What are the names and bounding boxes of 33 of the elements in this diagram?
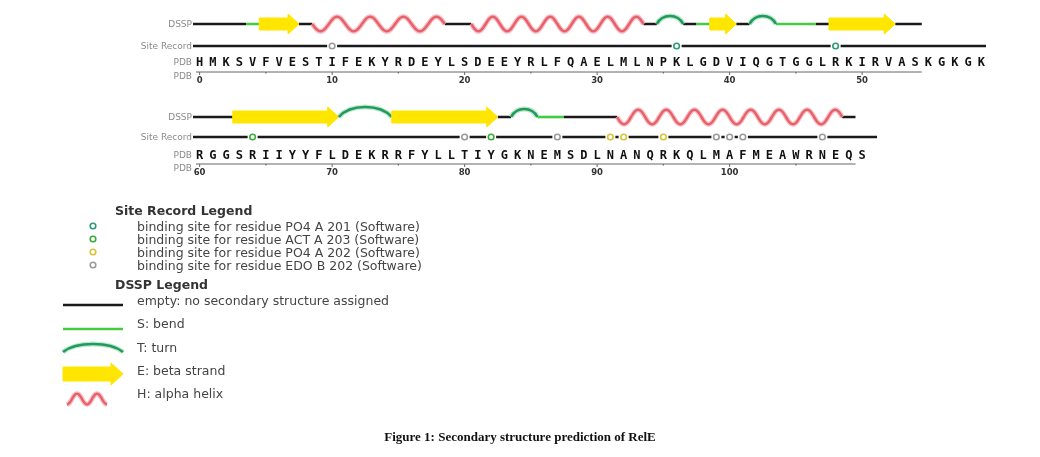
legend-text: empty: no secondary structure assigned — [137, 293, 389, 307]
track-label: DSSP — [168, 19, 192, 29]
tick-label: 70 — [326, 167, 339, 177]
legend-text: binding site for residue EDO B 202 (Software) — [137, 258, 422, 272]
track-label: Site Record — [140, 132, 192, 142]
legend-text: E: beta strand — [137, 363, 226, 377]
tick-label: 40 — [723, 75, 736, 85]
sequence-text: RGGSRIIYYFLDEKRRFYLLTIYGKNEMSDLNANQRKQLMAFMEAWRNEQS — [196, 148, 872, 162]
tick-label: 60 — [193, 167, 206, 177]
legend-title: DSSP Legend — [115, 276, 209, 292]
tick-label: 80 — [458, 167, 471, 177]
legend-text: binding site for residue ACT A 203 (Software) — [137, 232, 420, 246]
track-label: PDB — [173, 150, 192, 160]
tick-label: 30 — [591, 75, 604, 85]
tick-label: 10 — [326, 75, 339, 85]
legend-text: binding site for residue PO4 A 202 (Software) — [137, 245, 420, 259]
tick-label: 20 — [458, 75, 471, 85]
legend-text: H: alpha helix — [137, 386, 224, 400]
tick-label: 50 — [856, 75, 869, 85]
track-label: PDB — [173, 57, 192, 67]
legend-text: T: turn — [137, 340, 178, 354]
tick-label: 90 — [591, 167, 604, 177]
tick-label: 100 — [720, 167, 739, 177]
tick-label: 0 — [196, 75, 203, 85]
legend-title: Site Record Legend — [115, 202, 253, 218]
legend-text: binding site for residue PO4 A 201 (Software) — [137, 219, 420, 233]
track-label: PDB — [173, 163, 192, 173]
legend-text: S: bend — [137, 316, 185, 330]
sequence-text: HMKSVFVESTIFEKYRDEYLSDEEYRLFQAELMLNPKLGDVIQGTGGLRKIRVASKGKGK — [196, 55, 992, 69]
track-label: Site Record — [140, 41, 192, 51]
figure-caption: Figure 1: Secondary structure prediction of RelE — [384, 429, 656, 445]
track-label: PDB — [173, 71, 192, 81]
track-label: DSSP — [168, 112, 192, 122]
